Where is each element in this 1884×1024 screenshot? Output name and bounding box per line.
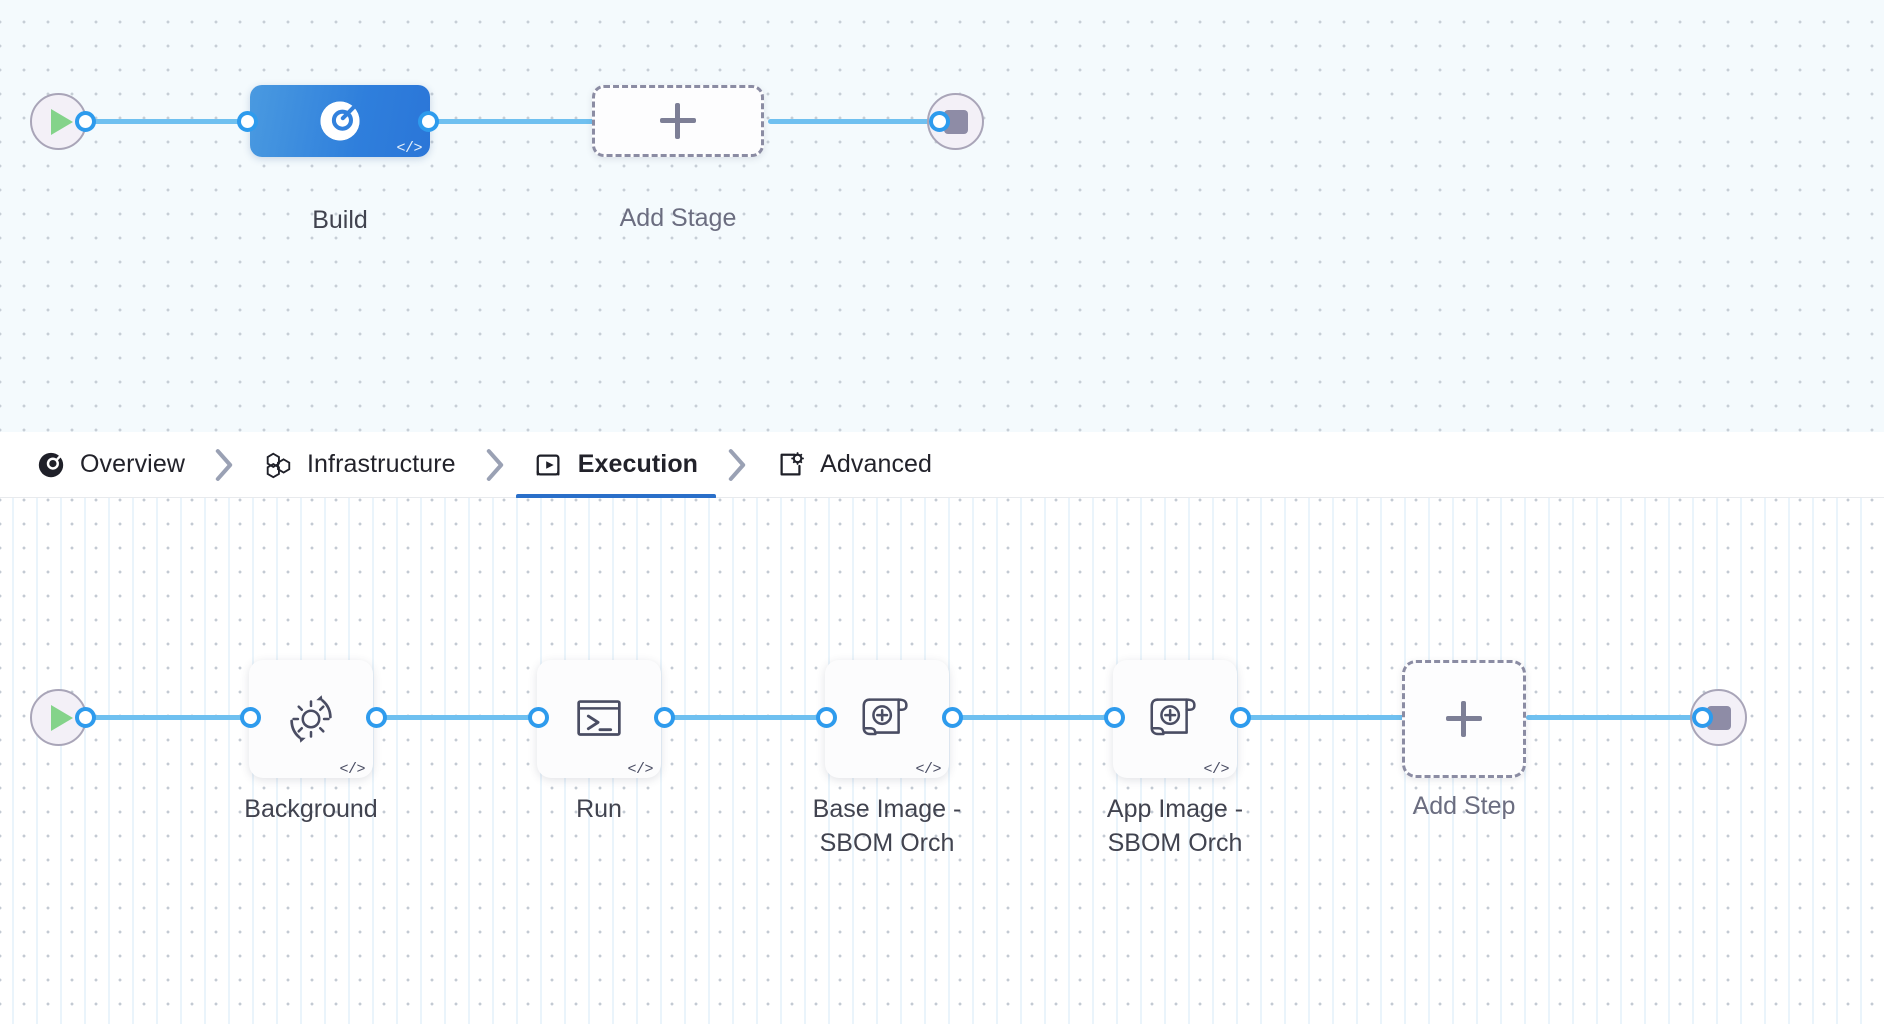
chevron-right-icon (486, 448, 503, 481)
tab-infrastructure-label: Infrastructure (307, 450, 456, 478)
step-node-run[interactable]: </> (537, 660, 661, 778)
play-icon (50, 108, 73, 135)
sbom-scroll-icon (862, 698, 908, 736)
stage-node-build-label: Build (312, 206, 368, 234)
chevron-right-icon (215, 448, 233, 481)
step-node-app-image-sbom-label: App Image - SBOM Orch (1106, 795, 1244, 857)
edge-addstage-to-end (768, 119, 948, 124)
tab-advanced-label: Advanced (820, 450, 933, 478)
step-node-app-image-sbom[interactable]: </> (1113, 660, 1237, 778)
edge-start-to-build (86, 119, 262, 124)
tab-overview[interactable]: Overview (18, 432, 203, 498)
edge-appimage-to-addstep (1236, 715, 1406, 720)
hexagon-cluster-icon (266, 452, 291, 478)
step-node-base-image-sbom[interactable]: </> (825, 660, 949, 778)
step-node-background-label: Background (244, 795, 378, 823)
edge-start-to-background (86, 715, 262, 720)
add-step-button[interactable] (1402, 660, 1526, 778)
port-build-in[interactable] (237, 111, 258, 132)
gear-refresh-icon (290, 695, 332, 743)
tab-overview-label: Overview (80, 450, 185, 478)
add-stage-button[interactable] (592, 85, 764, 157)
port-build-out[interactable] (418, 111, 439, 132)
port-background-out[interactable] (366, 707, 387, 728)
edge-addstep-to-end (1526, 715, 1706, 720)
port-exec-end-in[interactable] (1692, 707, 1713, 728)
port-run-in[interactable] (528, 707, 549, 728)
overview-circle-icon (38, 452, 64, 477)
port-baseimage-in[interactable] (816, 707, 837, 728)
edge-build-to-addstage (424, 119, 610, 124)
tab-execution[interactable]: Execution (515, 432, 717, 499)
terminal-icon (577, 700, 621, 736)
plus-icon (1446, 701, 1482, 737)
step-node-run-label: Run (576, 795, 622, 823)
port-start-out[interactable] (75, 111, 96, 132)
code-badge: </> (396, 140, 422, 157)
tab-separator-3 (716, 448, 758, 482)
code-badge: </> (339, 761, 365, 778)
add-stage-label: Add Stage (619, 204, 737, 232)
port-baseimage-out[interactable] (942, 707, 963, 728)
tab-separator-2 (474, 448, 516, 482)
step-node-background[interactable]: </> (249, 660, 373, 778)
chevron-right-icon (728, 448, 746, 481)
sbom-scroll-icon (1150, 698, 1196, 736)
edge-run-to-baseimage (660, 715, 840, 720)
tab-execution-label: Execution (577, 450, 699, 478)
play-icon (50, 704, 73, 731)
code-badge: </> (1203, 761, 1229, 778)
tab-advanced[interactable]: Advanced (758, 432, 950, 498)
plus-icon (660, 103, 696, 139)
card-gear-icon (780, 451, 804, 475)
execution-graph-canvas[interactable]: </> Background </> Run (0, 498, 1884, 1024)
play-frame-icon (536, 454, 560, 475)
pipeline-end-node[interactable] (927, 93, 984, 150)
stage-graph-canvas[interactable]: </> Build Add Stage (0, 0, 1884, 432)
port-exec-start-out[interactable] (75, 707, 96, 728)
port-end-in[interactable] (929, 111, 950, 132)
port-appimage-in[interactable] (1104, 707, 1125, 728)
port-run-out[interactable] (654, 707, 675, 728)
stage-config-tabs: Overview Infrastructure (0, 432, 1884, 499)
tab-infrastructure[interactable]: Infrastructure (245, 432, 474, 498)
edge-baseimage-to-appimage (948, 715, 1128, 720)
port-appimage-out[interactable] (1230, 707, 1251, 728)
harness-ci-icon (320, 101, 360, 141)
add-step-label: Add Step (1412, 792, 1516, 820)
stage-node-build[interactable]: </> (250, 85, 430, 157)
tab-separator-1 (203, 448, 245, 482)
port-background-in[interactable] (240, 707, 261, 728)
step-node-base-image-sbom-label: Base Image - SBOM Orch (812, 795, 962, 857)
edge-background-to-run (372, 715, 552, 720)
code-badge: </> (627, 761, 653, 778)
code-badge: </> (915, 761, 941, 778)
